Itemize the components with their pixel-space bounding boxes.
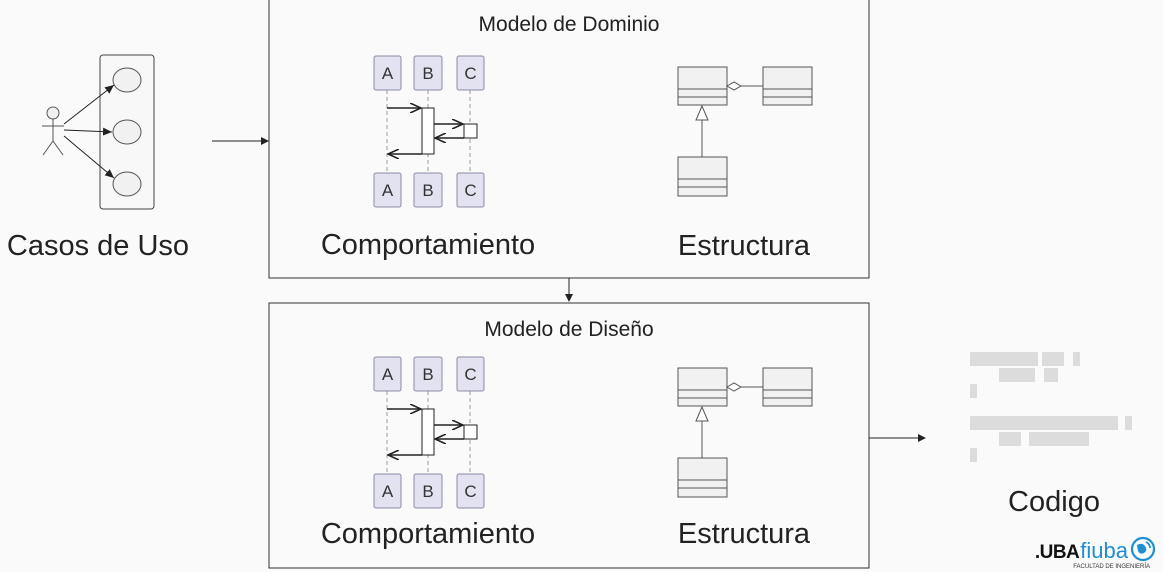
uba-fiuba-logo: .UBA fiuba FACULTAD DE INGENIERÍA xyxy=(1034,536,1156,570)
participant-box xyxy=(373,356,402,392)
domain-model-title: Modelo de Dominio xyxy=(479,13,660,36)
use-case-diagram-icon xyxy=(42,54,155,210)
activation-bar xyxy=(421,408,435,456)
class-diagram-icon xyxy=(677,66,813,197)
logo-fiuba-text: fiuba xyxy=(1080,538,1128,563)
use-cases-label: Casos de Uso xyxy=(7,230,189,262)
use-case-ellipse xyxy=(112,119,142,145)
participant-box xyxy=(456,55,485,91)
participant-box xyxy=(373,55,402,91)
association-arrow xyxy=(63,84,115,125)
participant-box xyxy=(456,473,485,509)
use-case-ellipse xyxy=(112,67,142,93)
participant-box xyxy=(373,172,402,208)
logo-uba-text: .UBA xyxy=(1034,542,1080,563)
association-arrow xyxy=(63,127,113,136)
inheritance-triangle xyxy=(695,405,709,422)
code-label: Codigo xyxy=(1008,486,1100,518)
participant-label: B xyxy=(422,64,433,83)
design-model-box: Modelo de Diseño A B C A B C Comportamie xyxy=(268,302,870,569)
class-diagram-icon xyxy=(677,367,813,498)
participant-box xyxy=(413,356,443,392)
participant-label: C xyxy=(464,365,476,384)
participant-label: A xyxy=(382,365,394,384)
behavior-label: Comportamiento xyxy=(321,518,535,550)
activation-bar xyxy=(463,424,478,440)
participant-label: C xyxy=(464,482,476,501)
participant-box xyxy=(373,473,402,509)
participant-box xyxy=(413,473,443,509)
sequence-diagram-icon: A B C A B C xyxy=(373,55,485,208)
participant-label: A xyxy=(382,64,394,83)
participant-box xyxy=(456,356,485,392)
structure-label: Estructura xyxy=(678,230,811,262)
participant-label: C xyxy=(464,64,476,83)
behavior-label: Comportamiento xyxy=(321,229,535,261)
sequence-diagram-icon: A B C A B C xyxy=(373,356,485,509)
participant-label: B xyxy=(422,482,433,501)
association-arrow xyxy=(63,135,115,179)
class-box xyxy=(677,156,728,197)
class-box xyxy=(762,66,813,106)
activation-bar xyxy=(421,107,435,155)
class-box xyxy=(677,367,728,407)
use-case-ellipse xyxy=(112,171,142,197)
globe-icon xyxy=(1130,536,1156,562)
structure-label: Estructura xyxy=(678,518,811,550)
actor-icon xyxy=(42,106,64,156)
participant-label: C xyxy=(464,181,476,200)
class-box xyxy=(677,457,728,498)
participant-label: A xyxy=(382,181,394,200)
class-box xyxy=(762,367,813,407)
participant-box xyxy=(456,172,485,208)
design-model-title: Modelo de Diseño xyxy=(484,318,653,341)
aggregation-diamond xyxy=(725,81,743,91)
participant-box xyxy=(413,55,443,91)
inheritance-triangle xyxy=(695,104,709,121)
participant-box xyxy=(413,172,443,208)
participant-label: B xyxy=(422,365,433,384)
logo-subtitle: FACULTAD DE INGENIERÍA xyxy=(1073,564,1150,570)
code-placeholder-icon xyxy=(970,352,1132,462)
activation-bar xyxy=(463,123,478,139)
aggregation-diamond xyxy=(725,382,743,392)
class-box xyxy=(677,66,728,106)
participant-label: A xyxy=(382,482,394,501)
participant-label: B xyxy=(422,181,433,200)
domain-model-box: Modelo de Dominio A B C A B C Compo xyxy=(268,0,870,279)
